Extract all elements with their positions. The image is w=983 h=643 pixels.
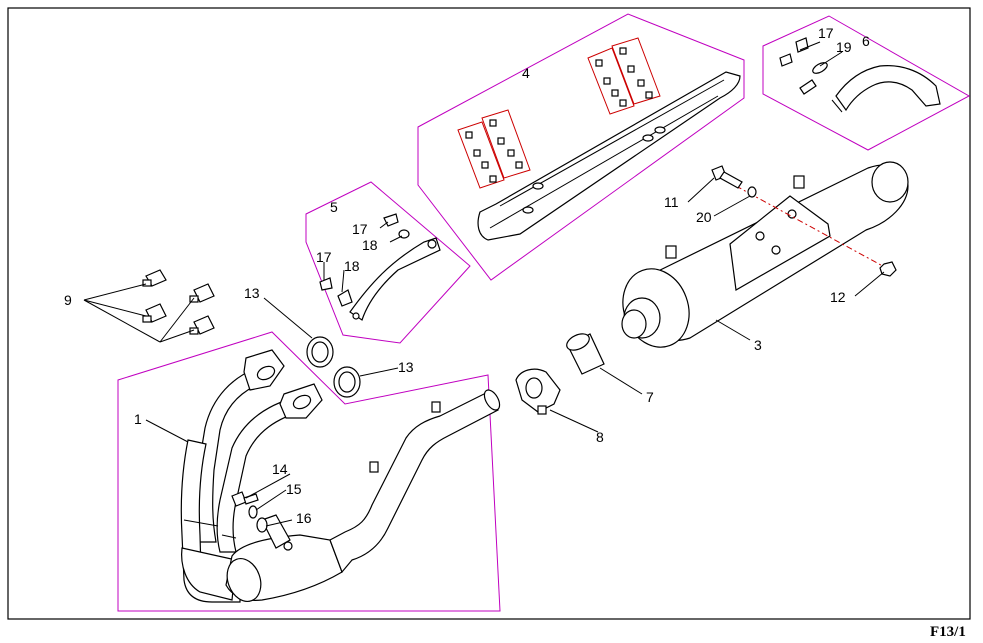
callout-17-bracket5-upper: 17 — [352, 221, 368, 237]
callout-5: 5 — [330, 199, 338, 215]
muffler-bracket-6 — [779, 37, 941, 113]
diagram-frame — [7, 7, 971, 620]
muffler-bracket-5 — [319, 213, 441, 321]
callout-18-bracket5-lower: 18 — [344, 258, 360, 274]
callout-4: 4 — [522, 65, 530, 81]
fastener-kit-box-left — [457, 121, 505, 189]
muffler-joint-sleeve-7 — [566, 333, 605, 375]
muffler-clamp-8 — [515, 368, 561, 415]
group-outline-heat-shield — [417, 13, 745, 281]
callout-1: 1 — [134, 411, 142, 427]
fastener-kit-box-right-2 — [611, 37, 661, 105]
callout-14: 14 — [272, 461, 288, 477]
callout-17-bracket5-lower: 17 — [316, 249, 332, 265]
callout-20: 20 — [696, 209, 712, 225]
heat-shield-4 — [457, 37, 741, 241]
callout-18-bracket5-upper: 18 — [362, 237, 378, 253]
callout-13-upper: 13 — [244, 285, 260, 301]
header-pipe-assembly — [180, 349, 501, 603]
exhaust-gaskets-13 — [306, 336, 361, 398]
callout-leaders — [83, 41, 885, 527]
callout-8: 8 — [596, 429, 604, 445]
callout-7: 7 — [646, 389, 654, 405]
mounting-bolts-9 — [142, 269, 215, 335]
sheet-code: F13/1 — [930, 624, 966, 640]
callout-6: 6 — [862, 33, 870, 49]
callout-15: 15 — [286, 481, 302, 497]
callout-16: 16 — [296, 510, 312, 526]
bolt-washer-nut-14-15-16 — [231, 491, 268, 533]
fastener-kit-box-left-2 — [481, 109, 531, 179]
group-outline-bracket-left — [305, 181, 471, 344]
group-outline-header-pipe — [117, 331, 501, 612]
callout-9: 9 — [64, 292, 72, 308]
callout-17-bracket6: 17 — [818, 25, 834, 41]
muffler-3 — [621, 161, 909, 348]
callout-3: 3 — [754, 337, 762, 353]
callout-13-lower: 13 — [398, 359, 414, 375]
callout-19: 19 — [836, 39, 852, 55]
group-outline-bracket-right — [762, 15, 971, 151]
fastener-kit-box-right — [587, 47, 635, 115]
callout-11: 11 — [664, 194, 679, 210]
callout-12: 12 — [830, 289, 846, 305]
